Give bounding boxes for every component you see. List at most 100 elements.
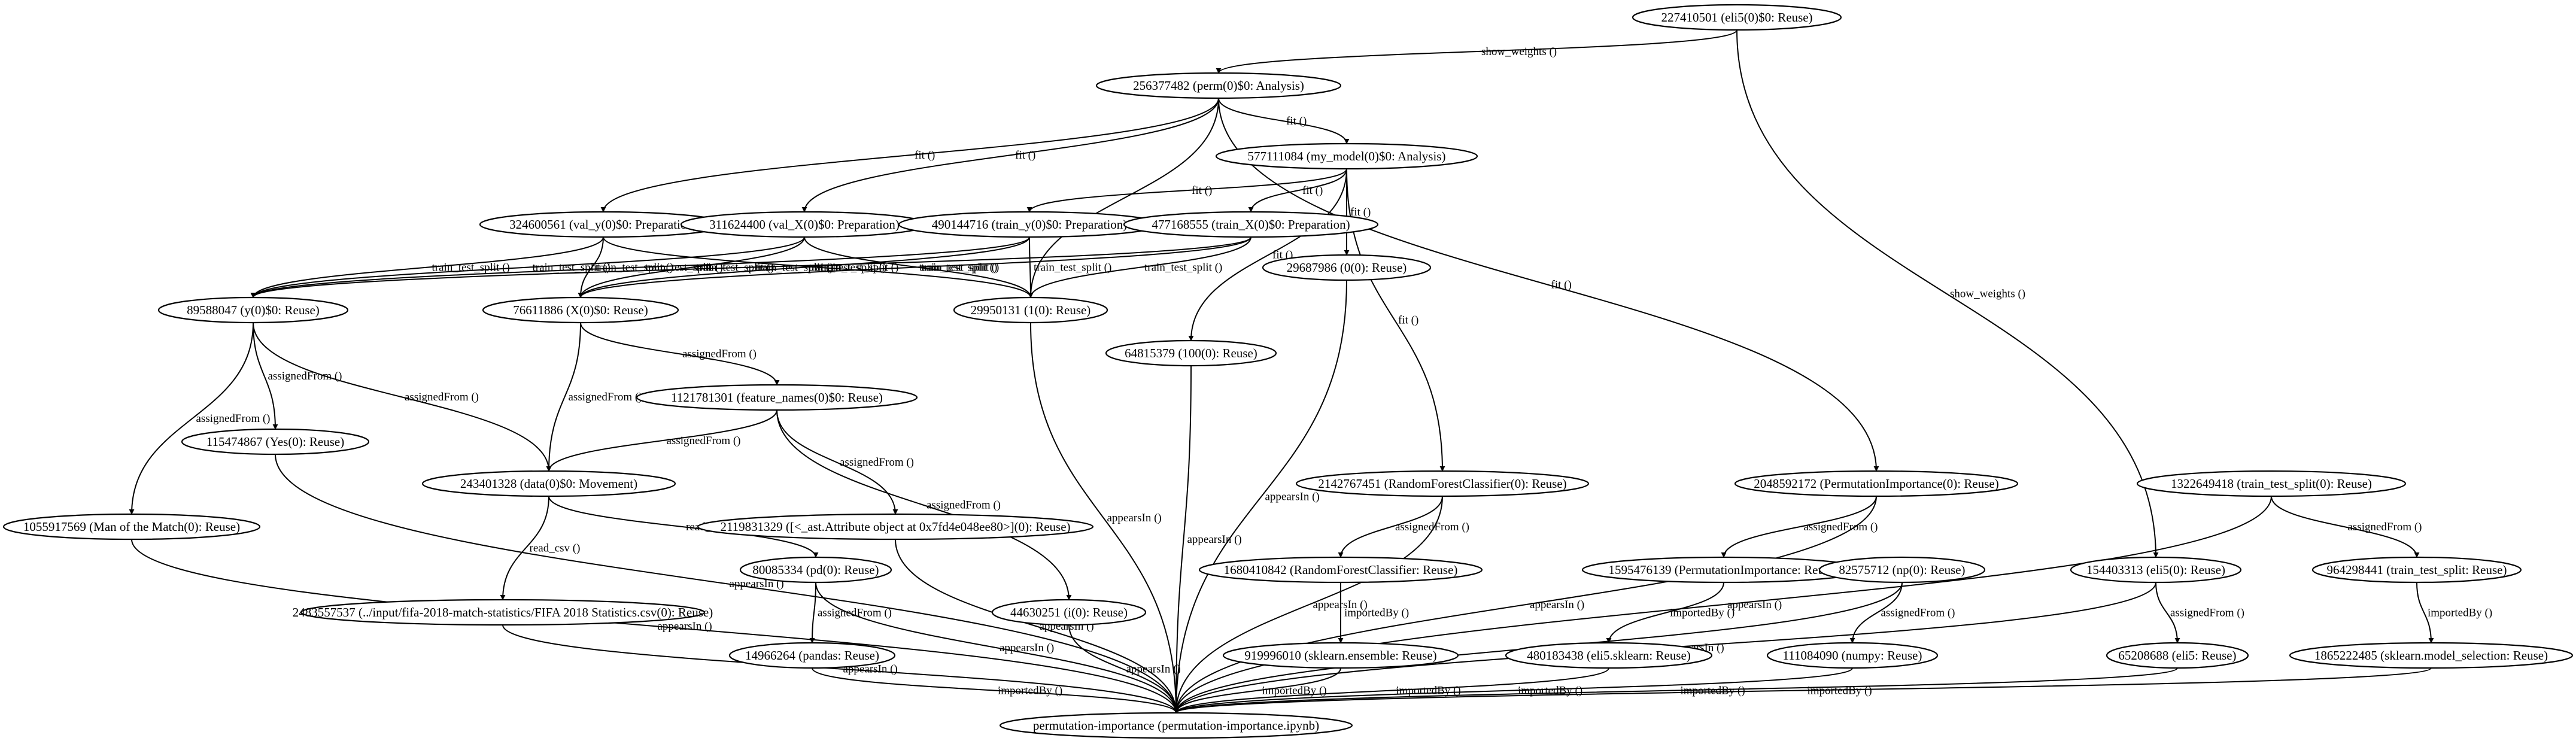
node-shape xyxy=(2311,556,2522,584)
edge-label: importedBy () xyxy=(2428,607,2492,620)
node-1595476139[interactable]: 1595476139 (PermutationImportance: Reuse… xyxy=(1581,556,1866,584)
node-label: 2483557537 (../input/fifa-2018-match-sta… xyxy=(293,605,713,620)
edge-29950131-to-root: appearsIn () xyxy=(1030,322,1179,713)
edge-1121781301-to-243401328: assignedFrom () xyxy=(546,409,777,472)
node-311624400[interactable]: 311624400 (val_X(0)$0: Preparation) xyxy=(680,211,929,238)
edge-label: appearsIn () xyxy=(658,620,712,633)
node-shape xyxy=(1215,142,1478,170)
node-label: 64815379 (100(0): Reuse) xyxy=(1125,346,1257,360)
edge-line xyxy=(776,409,898,515)
edge-line xyxy=(600,98,1219,212)
node-480183438[interactable]: 480183438 (eli5.sklearn: Reuse) xyxy=(1505,642,1713,669)
node-shape xyxy=(1123,211,1379,238)
edge-line xyxy=(1173,667,2178,713)
edge-label: appearsIn () xyxy=(1187,533,1242,546)
node-65208688[interactable]: 65208688 (eli5: Reuse) xyxy=(2106,642,2249,669)
nodes-layer: 227410501 (eli5(0)$0: Reuse) 256377482 (p… xyxy=(2,4,2574,739)
edge-label: importedBy () xyxy=(1670,607,1734,620)
node-label: 111084090 (numpy: Reuse) xyxy=(1783,648,1922,663)
edge-line xyxy=(250,236,805,298)
edge-80085334-to-root: appearsIn () xyxy=(815,582,1179,713)
edge-line xyxy=(2271,496,2420,558)
edge-label: importedBy () xyxy=(1808,685,1872,697)
node-label: 243401328 (data(0)$0: Movement) xyxy=(460,476,637,491)
edge-label: train_test_split () xyxy=(645,262,723,274)
edge-line xyxy=(1068,624,1179,713)
edge-line xyxy=(250,236,604,298)
node-shape xyxy=(728,642,896,669)
edge-label: assignedFrom () xyxy=(569,391,643,403)
node-115474867[interactable]: 115474867 (Yes(0): Reuse) xyxy=(181,428,370,455)
edge-label: fit () xyxy=(1350,206,1371,218)
node-label: 154403313 (eli5(0): Reuse) xyxy=(2086,563,2225,577)
node-1055917569[interactable]: 1055917569 (Man of the Match(0): Reuse) xyxy=(2,513,261,540)
edge-256377482-to-311624400: fit () xyxy=(801,98,1219,212)
node-2483557537[interactable]: 2483557537 (../input/fifa-2018-match-sta… xyxy=(293,599,713,626)
edge-label: show_weights () xyxy=(1950,288,2025,300)
node-89588047[interactable]: 89588047 (y(0)$0: Reuse) xyxy=(157,296,349,324)
edge-label: assignedFrom () xyxy=(405,391,479,403)
edge-477168555-to-89588047: train_test_split () xyxy=(250,236,1251,298)
edge-76611886-to-1121781301: assignedFrom () xyxy=(580,322,780,385)
node-label: 480183438 (eli5.sklearn: Reuse) xyxy=(1527,648,1691,663)
node-1121781301[interactable]: 1121781301 (feature_names(0)$0: Reuse) xyxy=(636,384,918,411)
node-label: 1595476139 (PermutationImportance: Reuse… xyxy=(1609,563,1839,577)
edge-477168555-to-29950131: train_test_split () xyxy=(1028,236,1251,298)
node-243401328[interactable]: 243401328 (data(0)$0: Movement) xyxy=(421,470,676,497)
edge-label: assignedFrom () xyxy=(926,499,1001,512)
node-964298441[interactable]: 964298441 (train_test_split: Reuse) xyxy=(2311,556,2522,584)
edge-label: train_test_split () xyxy=(919,262,997,274)
node-14966264[interactable]: 14966264 (pandas: Reuse) xyxy=(728,642,896,669)
node-477168555[interactable]: 477168555 (train_X(0)$0: Preparation) xyxy=(1123,211,1379,238)
node-shape xyxy=(953,296,1108,324)
node-label: 311624400 (val_X(0)$0: Preparation) xyxy=(709,217,900,232)
node-1865222485[interactable]: 1865222485 (sklearn.model_selection: Reu… xyxy=(2289,642,2574,669)
edge-label: fit () xyxy=(915,149,935,162)
node-1322649418[interactable]: 1322649418 (train_test_split(0): Reuse) xyxy=(2136,470,2407,497)
node-shape xyxy=(1734,470,2019,497)
edge-29687986-to-root: appearsIn () xyxy=(1173,280,1347,713)
node-154403313[interactable]: 154403313 (eli5(0): Reuse) xyxy=(2070,556,2242,584)
node-shape xyxy=(1105,339,1277,367)
node-76611886[interactable]: 76611886 (X(0)$0: Reuse) xyxy=(482,296,679,324)
edge-label: fit () xyxy=(1286,115,1307,127)
node-80085334[interactable]: 80085334 (pd(0): Reuse) xyxy=(739,556,892,584)
edge-label: train_test_split () xyxy=(432,262,510,274)
edge-line xyxy=(250,236,1251,298)
node-256377482[interactable]: 256377482 (perm(0)$0: Analysis) xyxy=(1095,72,1342,99)
node-label: 14966264 (pandas: Reuse) xyxy=(745,648,879,663)
edge-82575712-to-111084090: assignedFrom () xyxy=(1849,582,1955,643)
edge-line xyxy=(1173,667,1853,713)
node-82575712[interactable]: 82575712 (np(0): Reuse) xyxy=(1818,556,1986,584)
node-root[interactable]: permutation-importance (permutation-impo… xyxy=(999,712,1353,739)
edge-line xyxy=(2416,582,2434,643)
edge-line xyxy=(1173,667,1341,713)
node-29687986[interactable]: 29687986 (0(0): Reuse) xyxy=(1262,254,1432,281)
edge-line xyxy=(815,582,1179,713)
node-29950131[interactable]: 29950131 (1(0): Reuse) xyxy=(953,296,1108,324)
node-label: 89588047 (y(0)$0: Reuse) xyxy=(187,303,320,317)
node-label: 919996010 (sklearn.ensemble: Reuse) xyxy=(1244,648,1436,663)
edge-577111084-to-64815379: fit () xyxy=(1188,168,1347,341)
edge-line xyxy=(1173,365,1192,713)
edge-2048592172-to-root: appearsIn () xyxy=(1173,496,1877,713)
node-2119831329[interactable]: 2119831329 ([<_ast.Attribute object at 0… xyxy=(697,513,1094,540)
node-shape xyxy=(1222,642,1459,669)
node-111084090[interactable]: 111084090 (numpy: Reuse) xyxy=(1766,642,1939,669)
edge-label: assignedFrom () xyxy=(682,348,757,360)
node-shape xyxy=(157,296,349,324)
node-1680410842[interactable]: 1680410842 (RandomForestClassifier: Reus… xyxy=(1198,556,1483,584)
node-shape xyxy=(2136,470,2407,497)
node-2142767451[interactable]: 2142767451 (RandomForestClassifier(0): R… xyxy=(1295,470,1590,497)
node-44630251[interactable]: 44630251 (i(0): Reuse) xyxy=(991,599,1147,626)
edge-line xyxy=(131,539,1179,713)
node-shape xyxy=(1095,72,1342,99)
node-2048592172[interactable]: 2048592172 (PermutationImportance(0): Re… xyxy=(1734,470,2019,497)
node-227410501[interactable]: 227410501 (eli5(0)$0: Reuse) xyxy=(1632,4,1842,31)
node-64815379[interactable]: 64815379 (100(0): Reuse) xyxy=(1105,339,1277,367)
edge-label: assignedFrom () xyxy=(2348,521,2422,533)
node-490144716[interactable]: 490144716 (train_y(0)$0: Preparation) xyxy=(898,211,1161,238)
node-label: 82575712 (np(0): Reuse) xyxy=(1839,563,1965,577)
node-919996010[interactable]: 919996010 (sklearn.ensemble: Reuse) xyxy=(1222,642,1459,669)
node-577111084[interactable]: 577111084 (my_model(0)$0: Analysis) xyxy=(1215,142,1478,170)
